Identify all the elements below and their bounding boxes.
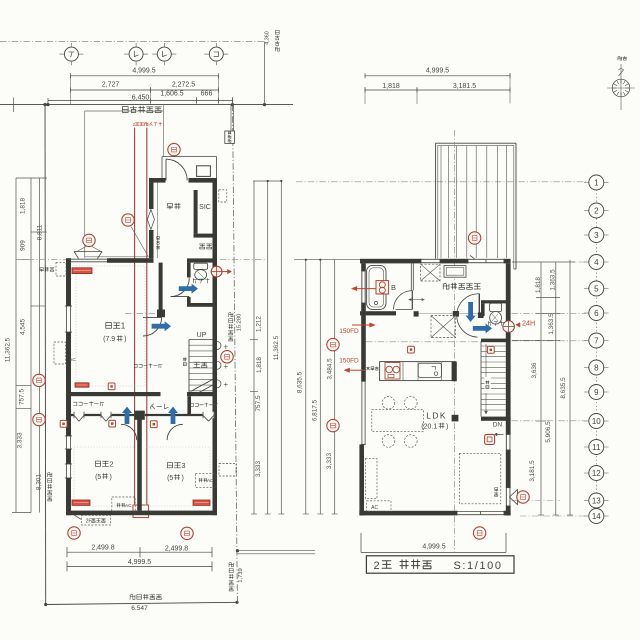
svg-text:3,484.5: 3,484.5 [326,358,333,380]
svg-text:909: 909 [20,240,27,251]
svg-text:4,545: 4,545 [20,319,27,335]
svg-text:2: 2 [373,560,379,572]
svg-text:4,999.5: 4,999.5 [426,68,449,75]
svg-text:1: 1 [594,178,599,187]
svg-text:1,739: 1,739 [238,568,244,583]
svg-text:3,181.5: 3,181.5 [529,460,536,482]
svg-text:6: 6 [594,309,599,318]
svg-text:): ) [124,336,126,343]
svg-text:DN: DN [493,422,503,429]
svg-text:): ) [109,474,111,481]
svg-text:2,499.8: 2,499.8 [91,545,114,552]
svg-text:6,450: 6,450 [132,94,150,101]
svg-text:(5: (5 [95,474,101,481]
svg-text:2,499.8: 2,499.8 [165,545,188,552]
svg-text:LDK: LDK [426,410,447,420]
svg-text:AC: AC [207,478,214,483]
svg-text:8,635.5: 8,635.5 [297,371,304,393]
svg-text:3,333: 3,333 [326,453,333,469]
svg-text:): ) [446,423,448,430]
svg-text:8,301: 8,301 [36,474,43,490]
svg-text:11: 11 [592,443,601,452]
svg-text:2,272.5: 2,272.5 [172,81,195,88]
svg-text:2F: 2F [86,518,92,524]
svg-text:1,363.5: 1,363.5 [549,269,556,291]
svg-text:8: 8 [594,363,599,372]
svg-text:1,363.5: 1,363.5 [548,313,555,335]
svg-text:4,999.5: 4,999.5 [132,68,155,75]
svg-text:2: 2 [109,460,113,469]
svg-text:666: 666 [201,91,213,98]
svg-text:13: 13 [592,496,601,505]
svg-text:5,906.5: 5,906.5 [545,421,552,443]
svg-text:15.280: 15.280 [237,314,243,332]
svg-text:3: 3 [594,231,599,240]
svg-text:150FD: 150FD [339,358,359,365]
svg-text:(5: (5 [167,475,173,482]
svg-text:AC: AC [69,357,76,362]
svg-text:150FD: 150FD [339,328,359,335]
svg-text:1,212: 1,212 [255,316,262,332]
svg-text:1,818: 1,818 [382,83,400,90]
svg-text:6.547: 6.547 [131,605,148,612]
svg-text:2: 2 [133,122,136,127]
svg-text:8,635.5: 8,635.5 [560,377,567,399]
svg-text:AC: AC [125,503,132,508]
svg-text:1,606.5: 1,606.5 [160,91,183,98]
svg-text:AC: AC [371,505,378,511]
svg-text:S:1/100: S:1/100 [453,560,502,572]
svg-text:UP: UP [197,332,207,339]
svg-text:11,362.5: 11,362.5 [273,335,280,360]
svg-text:8,811: 8,811 [37,224,44,240]
svg-text:SIC: SIC [199,204,211,211]
svg-text:5: 5 [594,284,599,293]
svg-text:(20.1: (20.1 [421,423,437,430]
svg-text:3,333: 3,333 [255,461,262,477]
svg-text:1,818: 1,818 [20,198,27,214]
svg-text:12: 12 [592,469,601,478]
svg-text:4: 4 [594,258,599,267]
svg-text:757.5: 757.5 [255,395,262,411]
svg-text:14: 14 [592,512,601,521]
svg-text:2,727: 2,727 [102,81,120,88]
svg-text:10: 10 [592,417,601,426]
svg-text:(7.9: (7.9 [103,336,115,343]
svg-text:7: 7 [594,336,599,345]
svg-text:757.5: 757.5 [19,389,26,405]
svg-text:9: 9 [594,388,599,397]
svg-text:1,818: 1,818 [256,357,263,373]
svg-text:3,636: 3,636 [531,362,538,378]
svg-text:1: 1 [121,322,126,331]
svg-text:4,360: 4,360 [265,31,271,45]
svg-text:1,818: 1,818 [535,277,542,293]
svg-text:3: 3 [181,461,185,470]
svg-text:4,999.5: 4,999.5 [128,559,151,566]
svg-text:6,817.5: 6,817.5 [312,399,319,421]
svg-text:B: B [391,283,396,292]
svg-text:4,999.5: 4,999.5 [422,544,445,551]
svg-text:3,181.5: 3,181.5 [453,83,476,90]
svg-text:): ) [181,475,183,482]
svg-text:24H: 24H [522,318,535,327]
svg-text:2: 2 [594,206,599,215]
svg-text:11,362.5: 11,362.5 [5,337,12,362]
svg-text:3,333: 3,333 [17,432,24,448]
